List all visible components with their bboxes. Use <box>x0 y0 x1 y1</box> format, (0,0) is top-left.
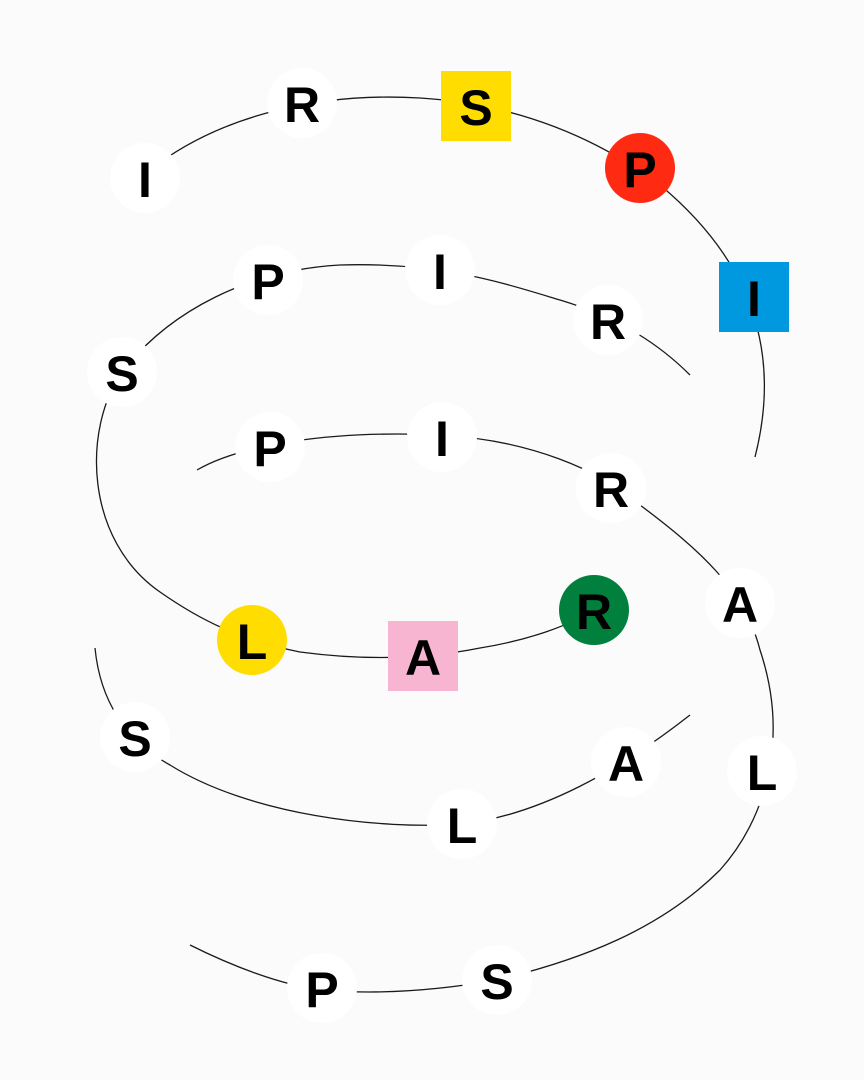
circle-badge <box>287 953 357 1023</box>
letter-glyph: R <box>284 77 320 133</box>
letter-glyph: L <box>447 798 478 854</box>
letter-token-s: S <box>441 71 511 141</box>
letter-token-p: P <box>605 133 675 203</box>
letter-token-s: S <box>462 945 532 1015</box>
letter-token-r: R <box>573 285 643 355</box>
letter-token-p: P <box>287 953 357 1023</box>
letter-glyph: S <box>459 80 492 136</box>
letter-token-s: S <box>100 702 170 772</box>
letter-glyph: R <box>593 462 629 518</box>
letter-glyph: L <box>747 745 778 801</box>
letter-token-l: L <box>217 605 287 675</box>
letter-glyph: S <box>480 954 513 1010</box>
letter-token-a: A <box>591 727 661 797</box>
circle-badge <box>573 285 643 355</box>
letter-token-l: L <box>727 736 797 806</box>
letter-glyph: R <box>576 584 612 640</box>
letter-token-i: I <box>110 143 180 213</box>
letter-glyph: I <box>747 271 761 327</box>
letter-token-s: S <box>87 337 157 407</box>
circle-badge <box>576 453 646 523</box>
letter-glyph: A <box>722 577 758 633</box>
letter-token-p: P <box>235 412 305 482</box>
letter-token-i: I <box>719 262 789 332</box>
letter-glyph: I <box>138 152 152 208</box>
circle-badge <box>462 945 532 1015</box>
letter-glyph: S <box>118 711 151 767</box>
letter-glyph: L <box>237 614 268 670</box>
square-badge <box>388 621 458 691</box>
letter-glyph: P <box>251 254 284 310</box>
letter-glyph: R <box>590 294 626 350</box>
letter-glyph: P <box>623 142 656 198</box>
circle-badge <box>559 575 629 645</box>
square-badge <box>719 262 789 332</box>
circle-badge <box>87 337 157 407</box>
letter-token-r: R <box>559 575 629 645</box>
circle-badge <box>591 727 661 797</box>
letter-glyph: A <box>405 630 441 686</box>
letter-token-i: I <box>405 235 475 305</box>
circle-badge <box>110 143 180 213</box>
letter-tokens: I R S P I P I R S P I R A R L A S A L L P S <box>87 68 797 1023</box>
letter-glyph: P <box>253 421 286 477</box>
circle-badge <box>267 68 337 138</box>
circle-badge <box>727 736 797 806</box>
circle-badge <box>100 702 170 772</box>
circle-badge <box>217 605 287 675</box>
letter-token-p: P <box>233 245 303 315</box>
letter-token-l: L <box>427 789 497 859</box>
letter-token-i: I <box>407 402 477 472</box>
letter-glyph: P <box>305 962 338 1018</box>
letter-glyph: I <box>433 244 447 300</box>
circle-badge <box>405 235 475 305</box>
letter-token-a: A <box>388 621 458 691</box>
circle-badge <box>605 133 675 203</box>
letter-token-r: R <box>576 453 646 523</box>
square-badge <box>441 71 511 141</box>
letter-glyph: I <box>435 411 449 467</box>
circle-badge <box>407 402 477 472</box>
circle-badge <box>235 412 305 482</box>
circle-badge <box>427 789 497 859</box>
letter-token-r: R <box>267 68 337 138</box>
circle-badge <box>233 245 303 315</box>
letter-glyph: A <box>608 736 644 792</box>
letter-glyph: S <box>105 346 138 402</box>
letter-token-a: A <box>705 568 775 638</box>
circle-badge <box>705 568 775 638</box>
